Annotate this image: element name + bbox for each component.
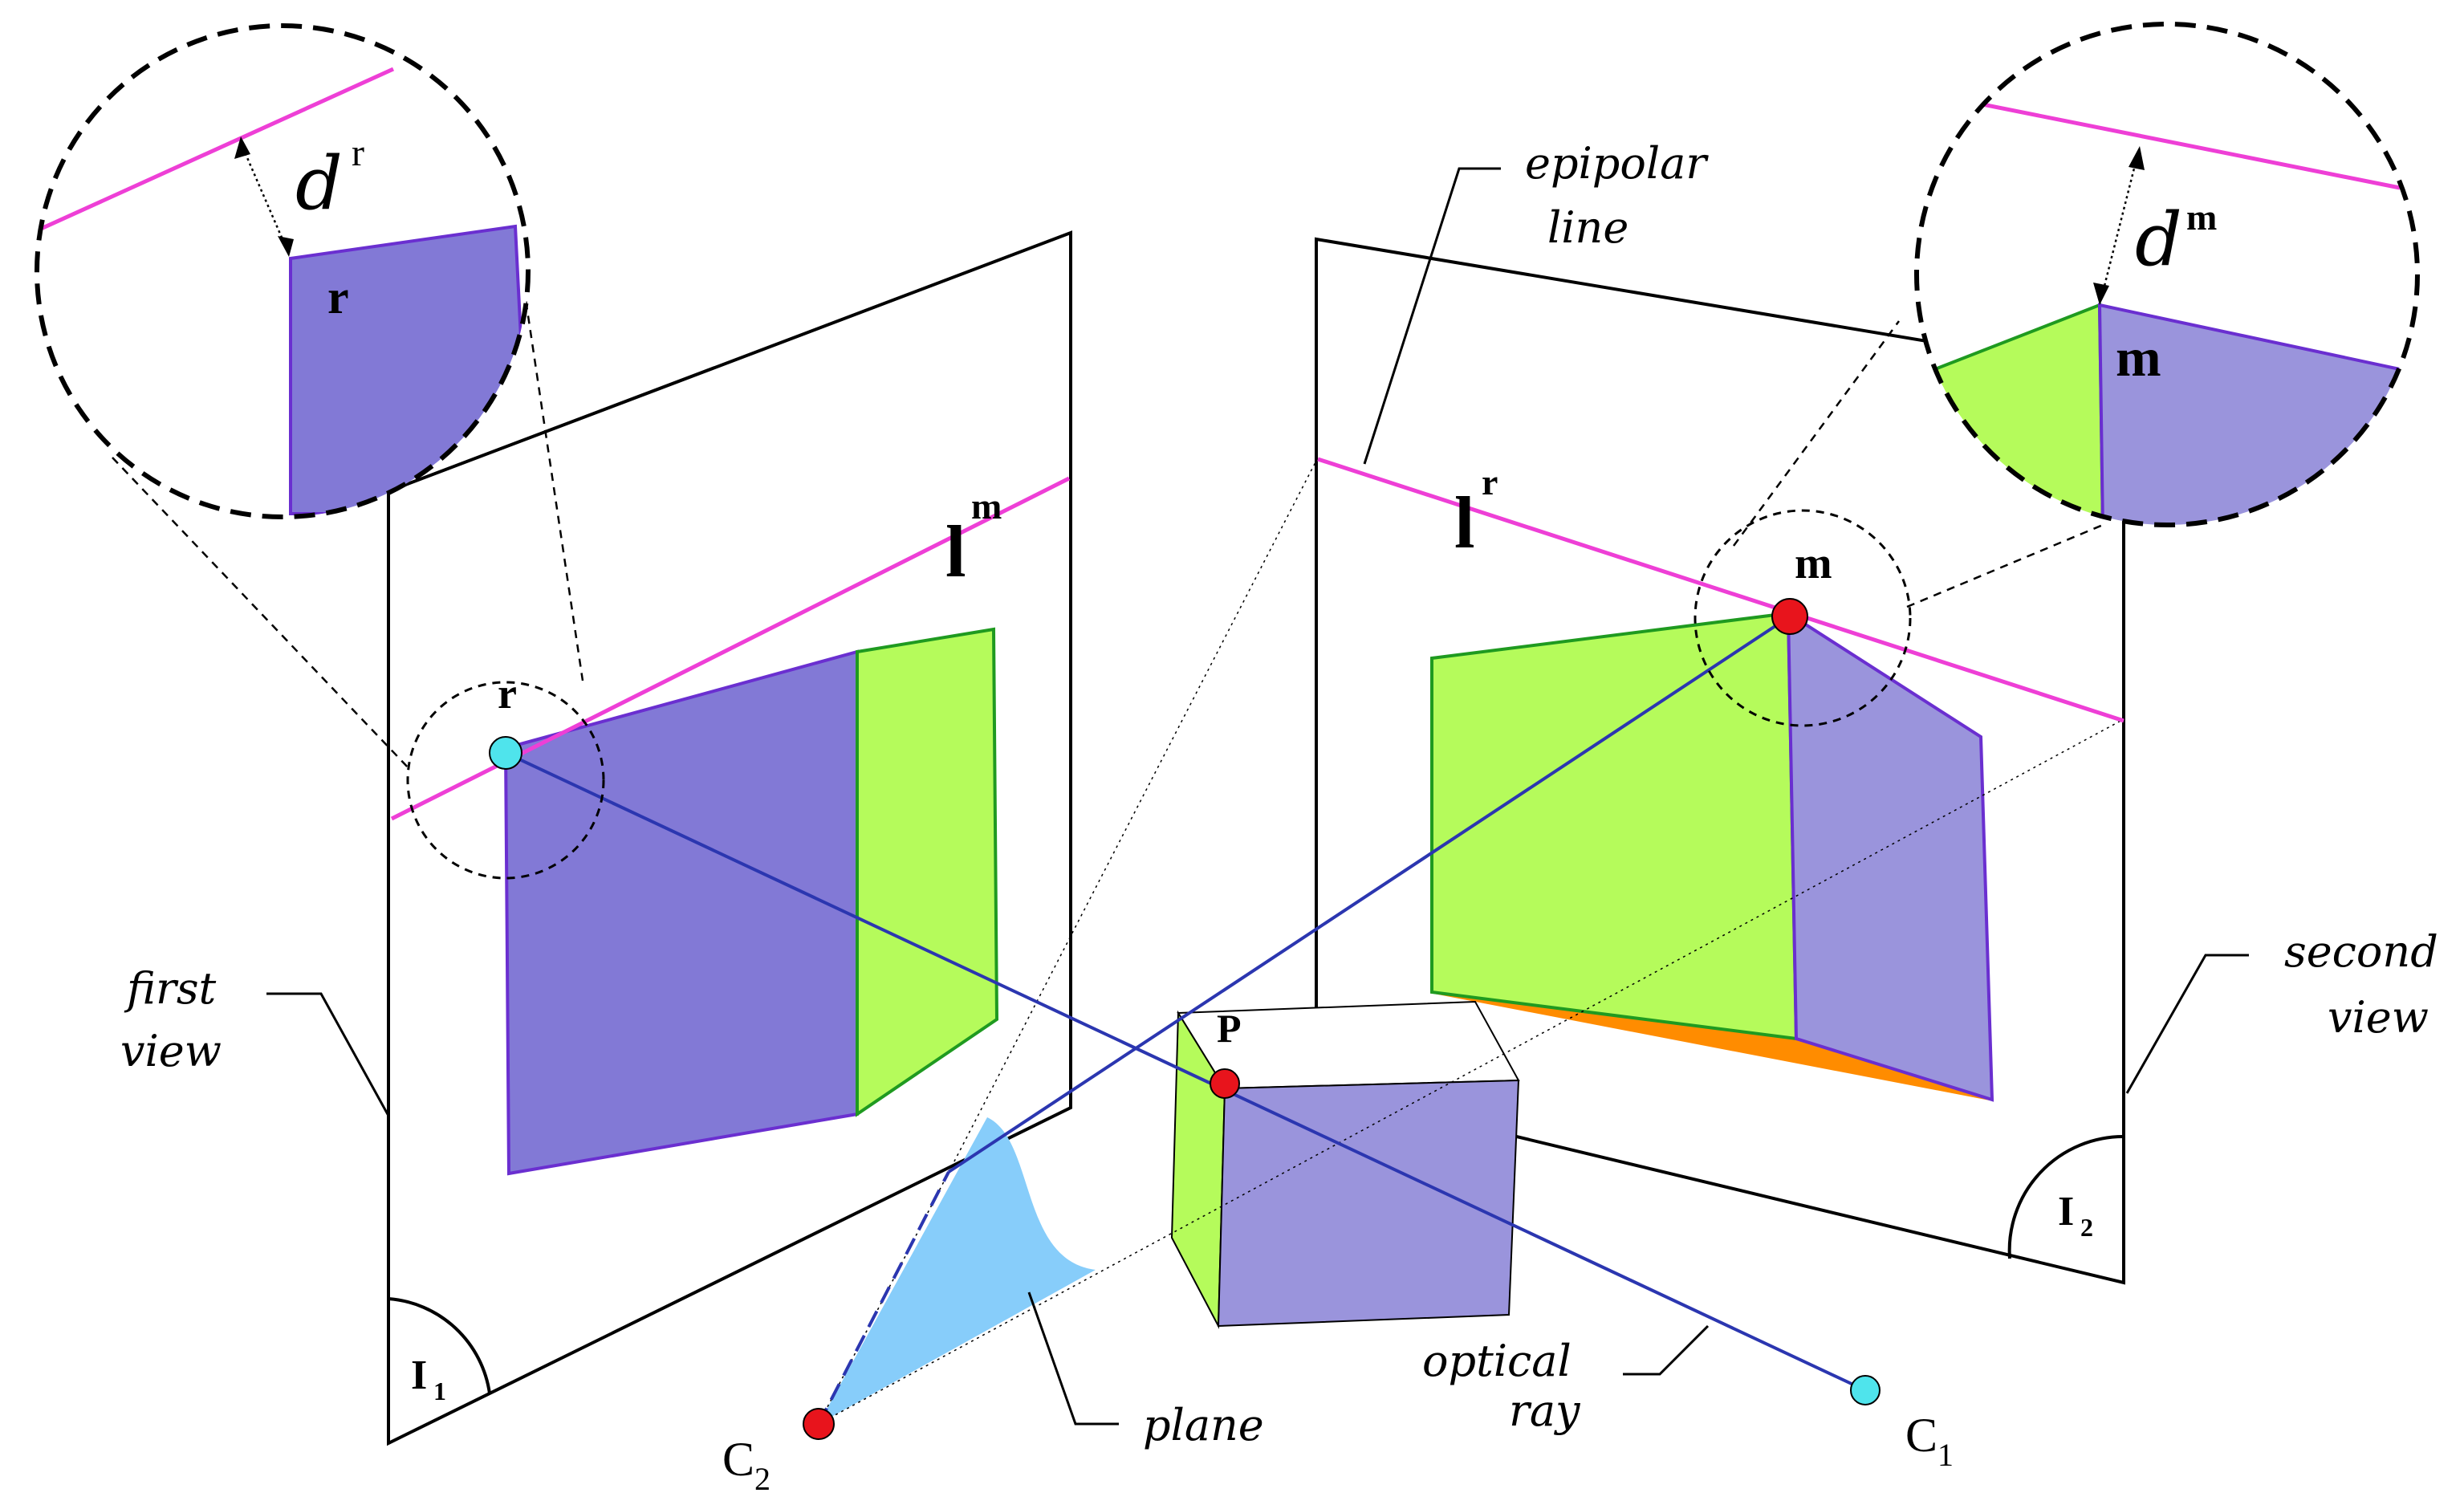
label-C2-sub: 2 (754, 1461, 771, 1497)
arrowhead-dm-bottom (2093, 283, 2109, 305)
label-point-P: P (1217, 1006, 1242, 1051)
label-ray: ray (1509, 1385, 1581, 1436)
label-dist-dm-base: d (2135, 197, 2182, 283)
label-first: first (124, 963, 217, 1014)
label-C2-base: C (722, 1433, 754, 1486)
label-line: line (1547, 202, 1628, 253)
label-line-lm-sup: m (971, 486, 1002, 527)
label-second: second (2284, 926, 2438, 977)
arrowhead-dr-top (234, 136, 250, 159)
camera-C2-marker (803, 1408, 835, 1440)
optical-ray-C1-r (505, 751, 1866, 1392)
object-cube (1170, 1000, 1520, 1329)
distance-arrow-dr (239, 142, 289, 251)
label-plane: plane (1143, 1400, 1264, 1450)
image-I2-angle-arc (2007, 1134, 2124, 1259)
arrowhead-dm-top (2129, 146, 2145, 170)
zoom-connector-r-2 (520, 272, 584, 681)
label-line-lr-sup: r (1482, 462, 1498, 502)
zoom-connector-m-2 (1906, 523, 2104, 608)
distance-arrow-dm (2100, 152, 2140, 299)
label-I1-base: I (411, 1352, 427, 1398)
magnified-circle-r-border (35, 23, 531, 519)
label-zoom-r: r (327, 270, 349, 323)
zoom-indicators (112, 272, 2104, 880)
plane-shape (819, 1117, 1096, 1424)
leader-plane (1027, 1291, 1119, 1426)
first-view-object (503, 627, 999, 1176)
label-second-view: view (2328, 992, 2429, 1043)
second-view-purple-face (1786, 610, 1994, 1102)
epipolar-line-lr (1317, 457, 2124, 723)
label-C1-base: C (1905, 1409, 1937, 1462)
point-P-marker (1210, 1068, 1240, 1099)
label-point-r: r (498, 669, 517, 718)
small-zoom-circle-r (406, 681, 605, 880)
leader-first-view (266, 992, 390, 1117)
first-view-green-face (856, 627, 999, 1117)
second-view-green-face (1430, 611, 1799, 1041)
second-view-object (1430, 610, 1994, 1102)
label-dist-dr-base: d (295, 140, 343, 226)
magnified-circle-m-border (1914, 22, 2420, 527)
optical-ray-C2-dashed (817, 1171, 950, 1425)
zoom-connector-m-1 (1732, 320, 1901, 547)
magnified-epipolar-line-lm (37, 67, 395, 235)
point-r-marker (489, 736, 522, 770)
camera-C1-marker (1850, 1375, 1881, 1405)
label-I2-sub: 2 (2080, 1213, 2093, 1242)
points (489, 598, 1881, 1440)
label-I1-sub: 1 (433, 1377, 446, 1405)
label-zoom-m: m (2116, 327, 2161, 388)
arrowhead-dr-bottom (278, 236, 294, 257)
leader-optical-ray (1623, 1324, 1710, 1376)
leader-lines (266, 167, 2249, 1426)
label-first-view: view (120, 1026, 222, 1076)
small-zoom-circle-m (1693, 509, 1912, 727)
plane-fill (819, 1117, 1096, 1424)
cube-purple-face (1217, 1079, 1520, 1328)
magnified-epipolar-line-lr (1950, 96, 2401, 190)
leader-second-view (2125, 954, 2249, 1094)
image-I1-angle-arc (388, 1297, 491, 1394)
label-I2-base: I (2058, 1189, 2074, 1235)
leader-epipolar-line (1363, 167, 1501, 465)
label-line-lr-base: l (1454, 482, 1475, 563)
label-optical: optical (1422, 1336, 1572, 1386)
label-line-lm-base: l (945, 510, 966, 592)
label-point-m: m (1795, 539, 1832, 588)
optical-rays (505, 615, 1866, 1425)
text-labels: epipolar line first view second view pla… (120, 132, 2438, 1497)
point-m-marker (1771, 598, 1808, 635)
magnified-view-r (35, 23, 531, 519)
label-epipolar: epipolar (1525, 138, 1709, 189)
optical-ray-C2-solid (947, 615, 1791, 1173)
label-dist-dr-sup: r (352, 132, 364, 174)
label-C1-sub: 1 (1937, 1437, 1954, 1473)
label-dist-dm-sup: m (2186, 197, 2217, 238)
